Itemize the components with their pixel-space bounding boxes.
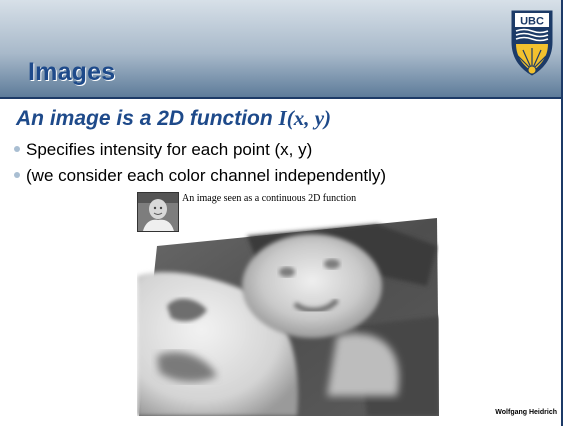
header-rule	[0, 97, 563, 99]
logo-text: UBC	[520, 16, 544, 28]
ubc-logo: UBC	[511, 10, 553, 76]
figure: An image seen as a continuous 2D functio…	[137, 192, 439, 416]
bullet-dot-icon	[14, 146, 20, 152]
right-edge-line	[561, 0, 563, 426]
baby-thumbnail-image	[137, 192, 179, 232]
slide-title: Images	[28, 58, 116, 86]
bullet-list: Specifies intensity for each point (x, y…	[14, 140, 386, 192]
author-credit: Wolfgang Heidrich	[495, 409, 557, 416]
subtitle-text: An image is a 2D function	[16, 107, 279, 130]
bullet-text: (we consider each color channel independ…	[26, 166, 387, 185]
surface-plot-image	[137, 218, 439, 416]
slide-subtitle: An image is a 2D function I(x, y)	[16, 106, 331, 131]
bullet-text: Specifies intensity for each point (x, y…	[26, 140, 313, 159]
header-band	[0, 0, 563, 97]
baby-photo-icon	[138, 193, 178, 231]
figure-caption: An image seen as a continuous 2D functio…	[182, 193, 357, 204]
subtitle-function: I(x, y)	[278, 106, 332, 130]
bullet-item: (we consider each color channel independ…	[14, 166, 386, 186]
bullet-item: Specifies intensity for each point (x, y…	[14, 140, 386, 160]
bullet-dot-icon	[14, 172, 20, 178]
